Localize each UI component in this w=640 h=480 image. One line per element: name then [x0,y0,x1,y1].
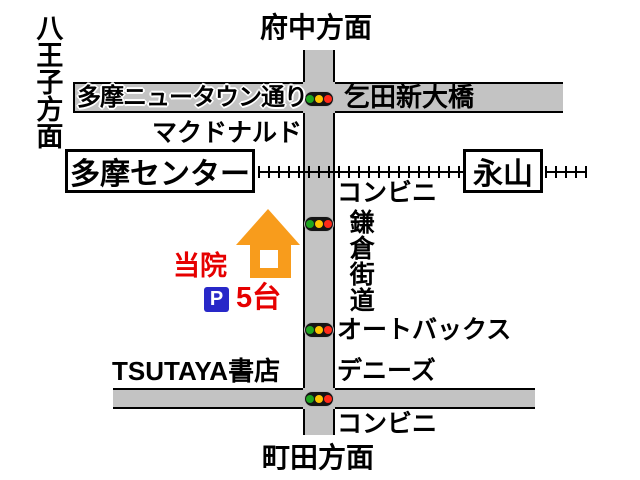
parking-symbol: P [209,288,224,310]
road-edge [113,407,303,409]
clinic-house-roof-icon [236,209,300,245]
traffic-light-icon [304,91,334,107]
landmark-label-kotta-shin-ohashi: 乞田新大橋 [344,82,475,112]
yellow-lamp-icon [315,326,323,334]
parking-capacity-label: 5台 [236,282,282,314]
parking-icon: P [204,287,229,312]
road-edge [73,82,75,113]
green-lamp-icon [306,220,314,228]
direction-label-hachioji: 八王子方面 [32,14,63,149]
landmark-label-convenience-lower: コンビニ [337,410,438,438]
road-edge [335,82,563,84]
yellow-lamp-icon [315,395,323,403]
road-label-kamakura-kaido: 鎌倉街道 [346,209,375,313]
traffic-light-icon [304,391,334,407]
landmark-label-autobacs: オートバックス [337,316,512,344]
road-edge [113,388,303,390]
road-edge [73,111,303,113]
road-edge [73,82,303,84]
road-kamakura-kaido [303,50,335,435]
direction-label-fuchu: 府中方面 [260,12,373,43]
red-lamp-icon [324,395,332,403]
red-lamp-icon [324,220,332,228]
traffic-light-icon [304,216,334,232]
road-label-tama-newtown-street: 多摩ニュータウン通り [77,84,308,111]
railway-line [258,166,464,178]
road-edge [335,407,535,409]
station-nagayama-label: 永山 [473,158,533,191]
landmark-label-tsutaya: TSUTAYA書店 [112,356,281,386]
landmark-label-dennys: デニーズ [337,357,436,385]
station-tama-center: 多摩センター [65,149,255,193]
green-lamp-icon [306,95,314,103]
yellow-lamp-icon [315,220,323,228]
railway-line [545,166,587,178]
road-edge [335,111,563,113]
road-edge [303,409,305,435]
direction-label-machida: 町田方面 [262,442,375,473]
clinic-label: 当院 [173,251,227,281]
road-edge [303,113,305,388]
traffic-light-icon [304,322,334,338]
landmark-label-convenience-upper: コンビニ [337,179,438,207]
road-edge [333,113,335,388]
road-edge [333,409,335,435]
red-lamp-icon [324,326,332,334]
road-edge [333,50,335,82]
station-nagayama: 永山 [463,149,543,193]
clinic-house-window-icon [260,250,278,268]
road-edge [303,50,305,82]
red-lamp-icon [324,95,332,103]
station-tama-center-label: 多摩センター [70,158,250,191]
yellow-lamp-icon [315,95,323,103]
landmark-label-mcdonalds: マクドナルド [152,119,303,147]
road-edge [335,388,535,390]
green-lamp-icon [306,326,314,334]
green-lamp-icon [306,395,314,403]
